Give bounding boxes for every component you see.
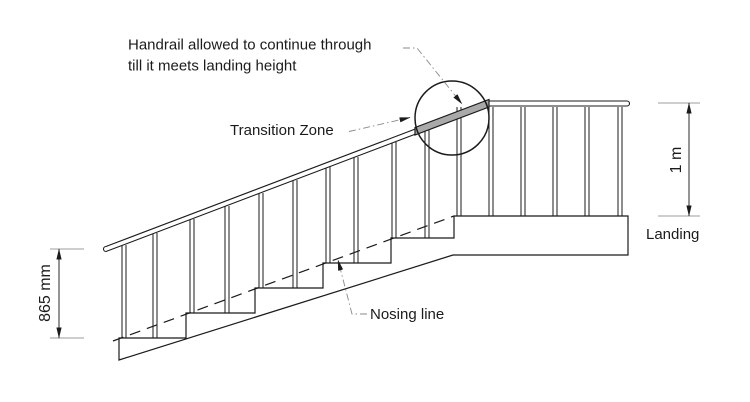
transition-zone-label: Transition Zone bbox=[230, 122, 334, 139]
transition-zone-band bbox=[414, 98, 490, 136]
stair-rail-height-dimension: 865 mm bbox=[37, 264, 54, 322]
dimension-landing-rail-height: 1 m bbox=[658, 102, 700, 217]
handrail-note-line1: Handrail allowed to continue through bbox=[128, 37, 372, 54]
handrail-note-line2: till it meets landing height bbox=[128, 58, 297, 75]
balusters bbox=[121, 107, 623, 338]
nosing-line-label: Nosing line bbox=[370, 306, 444, 323]
leader-nosing-line bbox=[337, 259, 367, 315]
extension-ticks-865 bbox=[50, 248, 84, 339]
extension-ticks-1m bbox=[658, 102, 700, 217]
transition-zone-circle bbox=[414, 80, 490, 156]
dimension-stair-rail-height: 865 mm bbox=[37, 248, 84, 339]
nosing-line-dashed bbox=[112, 215, 455, 342]
landing-label: Landing bbox=[646, 226, 699, 243]
leader-handrail-note bbox=[403, 47, 463, 105]
leader-transition-zone bbox=[348, 117, 411, 132]
landing-rail-height-dimension: 1 m bbox=[668, 147, 685, 174]
handrail bbox=[102, 100, 631, 253]
staircase-outline bbox=[118, 215, 629, 361]
